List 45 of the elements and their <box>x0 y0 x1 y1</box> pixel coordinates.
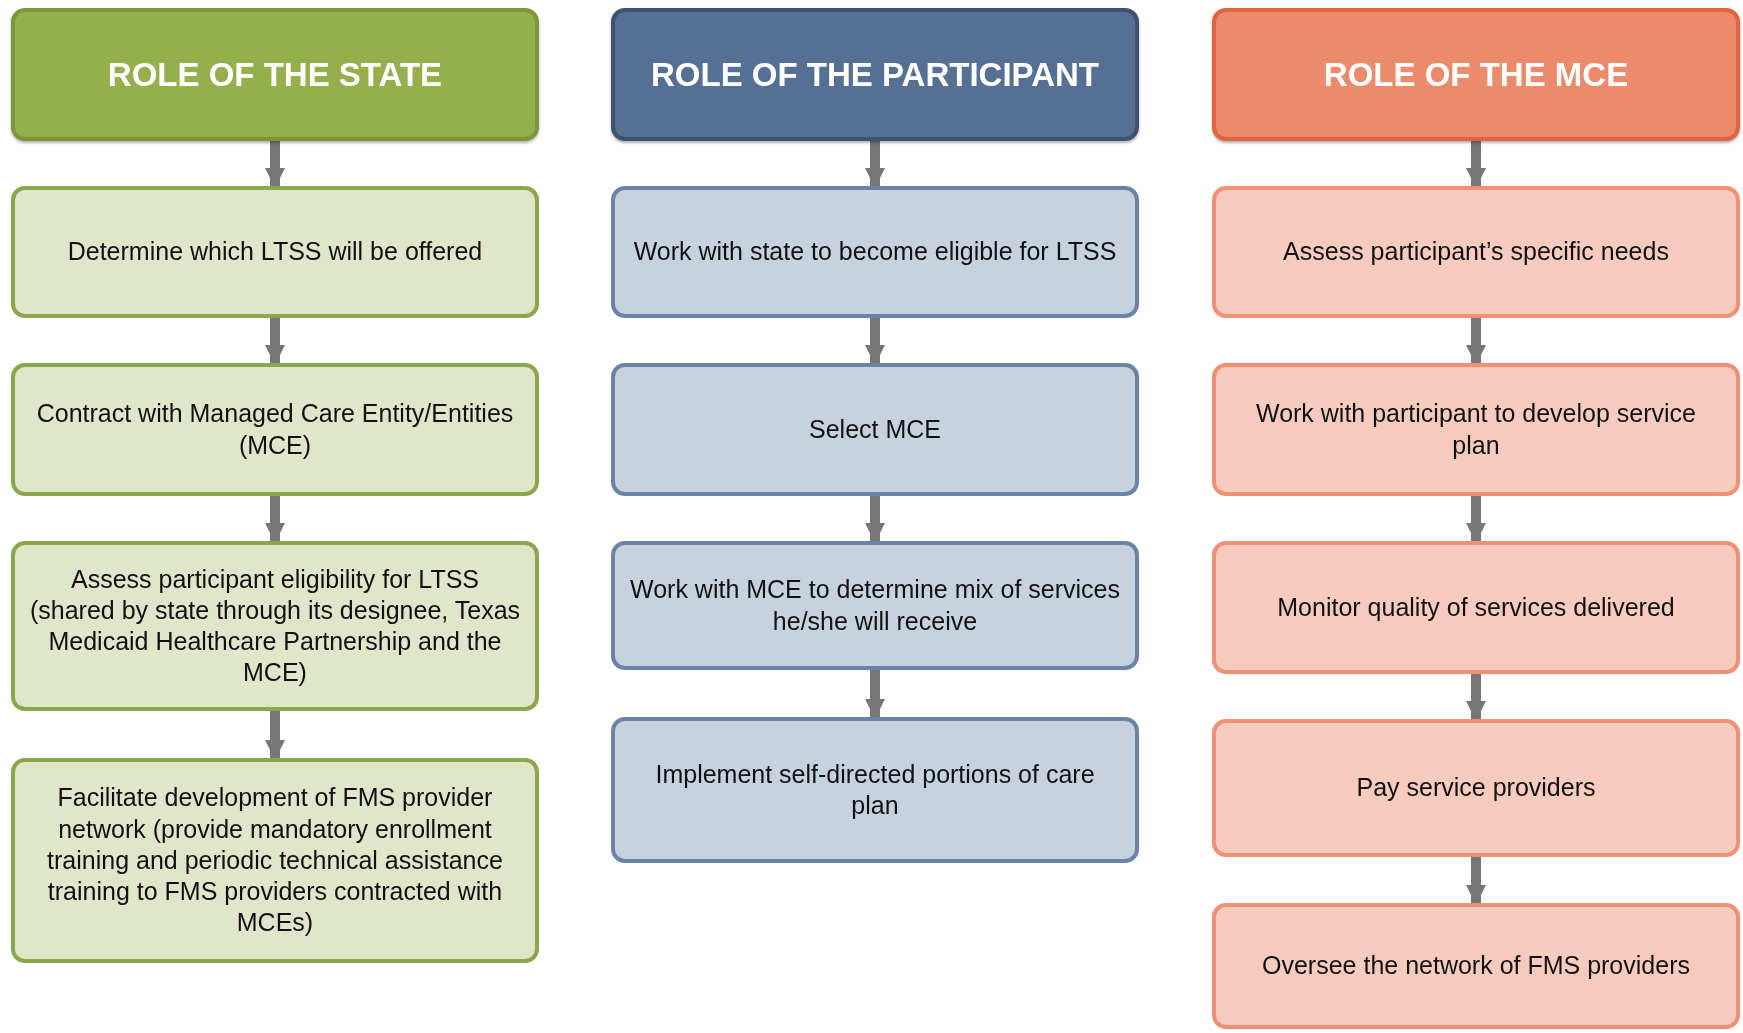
process-box <box>11 541 539 711</box>
process-box <box>1212 719 1740 857</box>
process-box <box>611 717 1139 863</box>
column-heading: ROLE OF THE PARTICIPANT <box>651 54 1099 95</box>
step-text: Assess participant’s specific needs <box>1283 236 1669 268</box>
step-text: Oversee the network of FMS providers <box>1262 950 1690 982</box>
arrow <box>1466 496 1486 543</box>
arrow <box>265 318 285 365</box>
arrow <box>865 141 885 188</box>
column-heading: ROLE OF THE MCE <box>1323 54 1629 95</box>
process-box <box>611 541 1139 670</box>
arrow <box>865 670 885 719</box>
step-text: Facilitate development of FMS provider network (provide mandatory enrollment training and periodic technical assistance training to FMS providers contracted with MCEs) <box>46 782 504 939</box>
process-box <box>611 186 1139 318</box>
column-header-box <box>11 8 539 141</box>
column-header-box <box>1212 8 1740 141</box>
arrow <box>265 141 285 188</box>
step-text: Implement self-directed portions of care plan <box>654 758 1096 821</box>
arrow <box>865 496 885 543</box>
process-box <box>1212 186 1740 318</box>
arrow <box>865 318 885 365</box>
step-text: Work with participant to develop service plan <box>1255 398 1697 461</box>
arrow <box>1466 318 1486 365</box>
step-text: Pay service providers <box>1356 772 1596 804</box>
arrow <box>1466 674 1486 721</box>
step-text: Select MCE <box>809 413 941 445</box>
arrow <box>265 496 285 543</box>
process-box <box>11 186 539 318</box>
process-box <box>1212 903 1740 1029</box>
step-text: Monitor quality of services delivered <box>1277 591 1675 623</box>
process-box <box>11 363 539 496</box>
arrow <box>1466 857 1486 905</box>
process-box <box>11 758 539 963</box>
process-box <box>1212 541 1740 674</box>
step-text: Determine which LTSS will be offered <box>67 236 483 268</box>
process-box <box>611 363 1139 496</box>
step-text: Work with state to become eligible for LTSS <box>633 236 1117 268</box>
arrow <box>1466 141 1486 188</box>
arrow <box>265 711 285 760</box>
column-header-box <box>611 8 1139 141</box>
step-text: Work with MCE to determine mix of services he/she will receive <box>629 574 1121 637</box>
step-text: Contract with Managed Care Entity/Entities (MCE) <box>35 398 515 461</box>
step-text: Assess participant eligibility for LTSS (shared by state through its designee, Texas Medicaid Healthcare Partnership and the MCE) <box>29 563 521 689</box>
process-box <box>1212 363 1740 496</box>
column-heading: ROLE OF THE STATE <box>107 54 443 95</box>
